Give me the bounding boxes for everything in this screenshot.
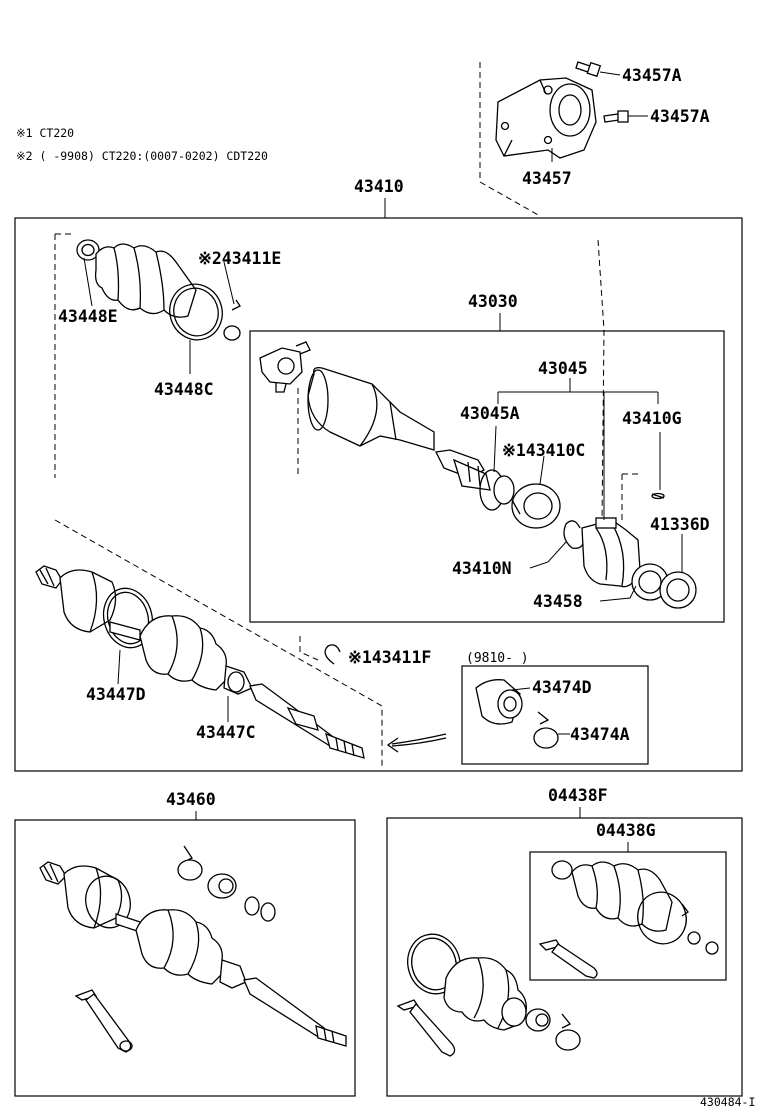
clip-43411E [223,299,241,341]
figure-id: 430484-I [700,1095,755,1109]
boot-43447C [139,615,253,695]
label-43448E: 43448E [58,307,118,326]
snap-ring-43411F [324,644,341,665]
label-43457: 43457 [522,169,572,188]
boot-kit-04438G [551,860,719,955]
snap-rings [244,896,276,922]
note-2: ※2 ( -9908) CT220:(0007-0202) CDT220 [16,149,268,163]
drive-shaft-outer-joint [35,565,117,633]
label-04438G: 04438G [596,821,656,840]
label-43410: 43410 [354,177,404,196]
assembly-box-04438F [386,817,743,1097]
label-43447D: 43447D [86,685,146,704]
bolt-43457A-upper [575,61,602,78]
label-43457A-upper: 43457A [622,66,682,85]
snap-ring-43045A [479,469,515,511]
snap-ring-43410N [563,520,585,549]
label-04438F: 04438F [548,786,608,805]
clamp-43474A [533,711,559,749]
grease-tube-43460 [74,989,133,1053]
damper-ring [207,873,237,899]
label-43411E: ※243411E [198,249,281,268]
assembly-box-43460 [14,819,356,1097]
label-43447C: 43447C [196,723,256,742]
label-43410C: ※143410C [502,441,585,460]
tripod-joint [259,341,311,393]
label-43030: 43030 [468,292,518,311]
label-43410N: 43410N [452,559,512,578]
label-43457A-lower: 43457A [650,107,710,126]
clamp-43448C [169,283,223,341]
bolt-43457A-lower [603,110,629,123]
grease-tube-04438F [396,999,456,1057]
label-43045: 43045 [538,359,588,378]
assembly-box-43410 [14,217,743,772]
bearing-bracket-43457 [495,77,597,159]
label-43460: 43460 [166,790,216,809]
drive-shaft-assembly-43460 [39,861,347,1047]
label-43411F: ※143411F [348,648,431,667]
outer-race-housing [307,366,435,451]
damper-43474D [475,679,523,725]
pin-43410G [651,492,665,500]
grease-tube-04438G [538,939,598,979]
label-41336D: 41336D [650,515,710,534]
note-1: ※1 CT220 [16,126,74,140]
inner-shaft [435,449,491,491]
clamp-band [177,845,203,881]
label-43458: 43458 [533,592,583,611]
label-43410G: 43410G [622,409,682,428]
assembly-box-43030 [249,330,725,623]
drive-shaft [109,621,365,759]
clamp-43447D [102,587,154,649]
label-43474A: 43474A [570,725,630,744]
label-43474D: 43474D [532,678,592,697]
bearing-43410C [511,483,561,529]
assembly-box-04438G [529,851,727,981]
label-43045A: 43045A [460,404,520,423]
date-range: (9810- ) [466,651,529,666]
label-43448C: 43448C [154,380,214,399]
boot-43458 [581,517,641,588]
boot-43448E [76,239,197,318]
boot-kit-04438F [407,933,581,1051]
damper-box [461,665,649,765]
bearing-41336D [631,563,697,609]
